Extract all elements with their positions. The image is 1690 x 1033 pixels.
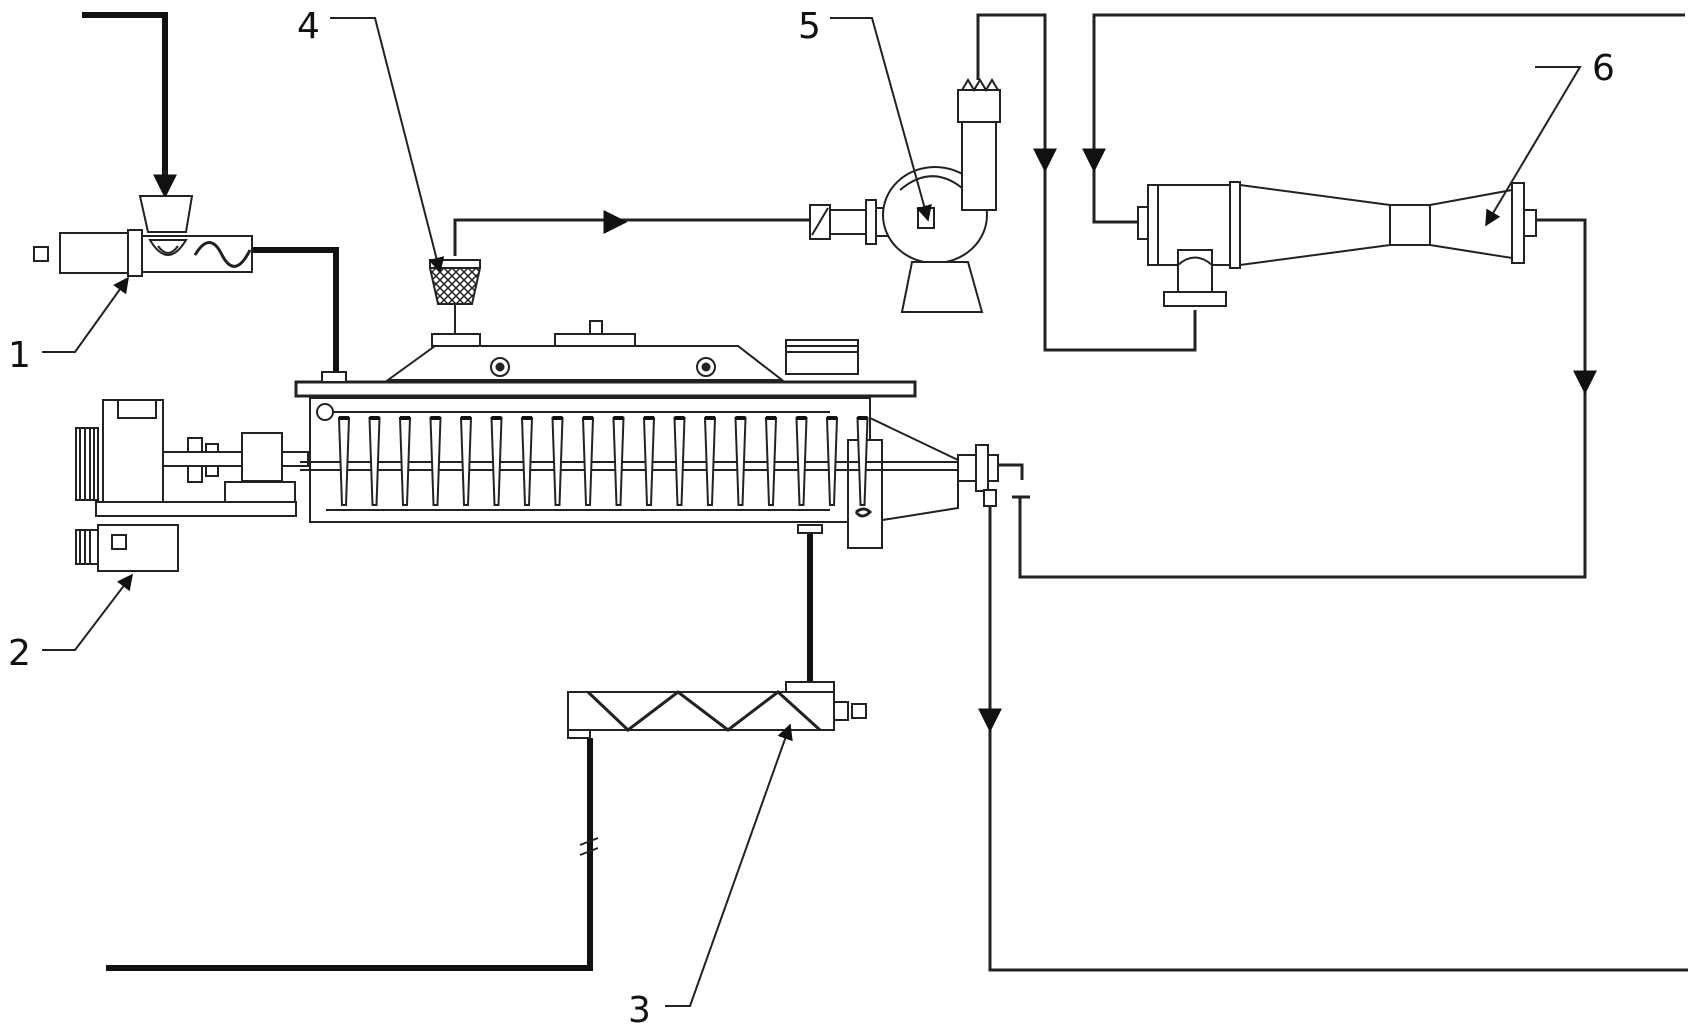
feeder-motor-box: [33, 246, 49, 262]
hood-port-right: [554, 333, 636, 347]
conveyor-outlet: [567, 729, 591, 739]
cyclone-separator: [1137, 181, 1537, 307]
fan-outlet-pipe: [976, 13, 1197, 352]
product-outlet-break: [579, 837, 599, 856]
drive-base: [95, 501, 297, 517]
conveyor-motor-box: [851, 703, 867, 719]
hood-port-cap: [589, 320, 603, 335]
end-mark: [854, 507, 873, 518]
sight-glass-2-inner: [701, 362, 711, 372]
leader-5: [830, 17, 932, 222]
fan-inlet-flange: [865, 199, 877, 245]
dryer-inlet-nozzle: [321, 371, 347, 383]
cyclone-band: [1229, 181, 1241, 269]
pulley-grooves-lower: [79, 530, 91, 564]
cyclone-cone: [1239, 183, 1391, 267]
feed-inlet-pipe: [82, 12, 168, 188]
sight-glass-1-inner: [495, 362, 505, 372]
leader-2: [42, 573, 133, 651]
leader-4: [330, 17, 445, 274]
component-labels: 1 2 3 4 5 6: [8, 6, 1615, 1031]
induced-draft-fan: [809, 78, 1001, 313]
paddle-dryer: [294, 320, 1030, 549]
feeder-shaft-housing: [127, 229, 143, 277]
fan-outlet-expander: [957, 89, 1001, 123]
discharge-flange: [797, 524, 823, 534]
leader-1: [42, 276, 129, 353]
label-2: 2: [8, 633, 31, 674]
screw-conveyor: [567, 681, 867, 739]
leader-lines: [42, 17, 1582, 1007]
hopper-rotor: [148, 239, 188, 256]
dryer-top-plate: [294, 380, 917, 398]
label-3: 3: [628, 990, 651, 1031]
fan-inlet-duct: [829, 209, 867, 235]
hood-port-left: [431, 333, 481, 347]
feeder-to-dryer-pipe: [252, 247, 339, 372]
motor-terminal: [111, 534, 127, 550]
conveyor-inlet-hopper: [785, 681, 835, 693]
label-5: 5: [798, 6, 821, 47]
cyclone-inlet-flange: [1137, 206, 1149, 240]
steam-elbow: [998, 463, 1024, 480]
leader-3: [665, 723, 793, 1007]
drive-pulley-upper: [75, 427, 99, 501]
bearing-block: [241, 432, 283, 482]
bearing-support: [224, 481, 296, 503]
fan-outlet-duct: [961, 119, 997, 211]
drive-motor: [97, 524, 179, 572]
hopper-rotor-inner: [157, 245, 179, 254]
gearbox-top: [117, 399, 157, 419]
dryer-inner-wall: [326, 411, 830, 511]
dryer-hood: [384, 345, 785, 381]
dust-filter: [428, 259, 482, 334]
cyclone-throat: [1389, 204, 1431, 246]
damper-blade: [811, 207, 829, 236]
label-4: 4: [297, 6, 320, 47]
cyclone-outlet-pipe: [1018, 218, 1587, 579]
feed-hopper: [138, 195, 194, 233]
vapor-outlet-lines: [786, 345, 858, 353]
product-outlet-pipe: [106, 738, 593, 971]
exhaust-pipe: [453, 218, 810, 256]
cyclone-outlet-collar: [1523, 209, 1537, 237]
label-6: 6: [1592, 48, 1615, 89]
fan-base: [900, 261, 984, 313]
feeder-screw: [193, 241, 252, 268]
filter-mesh: [428, 267, 482, 305]
pulley-grooves-upper: [79, 428, 95, 500]
label-1: 1: [8, 335, 31, 376]
condensate-valve: [983, 489, 997, 507]
conveyor-flights: [586, 690, 822, 732]
steam-joint-flange: [975, 444, 989, 492]
cyclone-outlet-flange: [1511, 182, 1525, 264]
temp-gauge: [316, 403, 334, 421]
screw-feeder: [33, 195, 253, 277]
cyclone-bottom-elbow: [1177, 256, 1213, 266]
paddles: [337, 416, 869, 506]
cyclone-bottom-neck: [1177, 249, 1213, 293]
feeder-motor: [59, 232, 129, 274]
cyclone-return-pipe: [1092, 13, 1685, 224]
main-shaft: [300, 461, 958, 471]
conveyor-motor: [833, 701, 849, 721]
fan-outlet-zigzag: [961, 78, 999, 92]
condensate-pipe: [988, 505, 1688, 972]
drive-shaft: [162, 451, 309, 467]
pipelines: [82, 12, 1688, 972]
cyclone-bottom-flange: [1163, 291, 1227, 307]
drive-unit: [75, 399, 309, 572]
leader-6: [1485, 66, 1582, 227]
